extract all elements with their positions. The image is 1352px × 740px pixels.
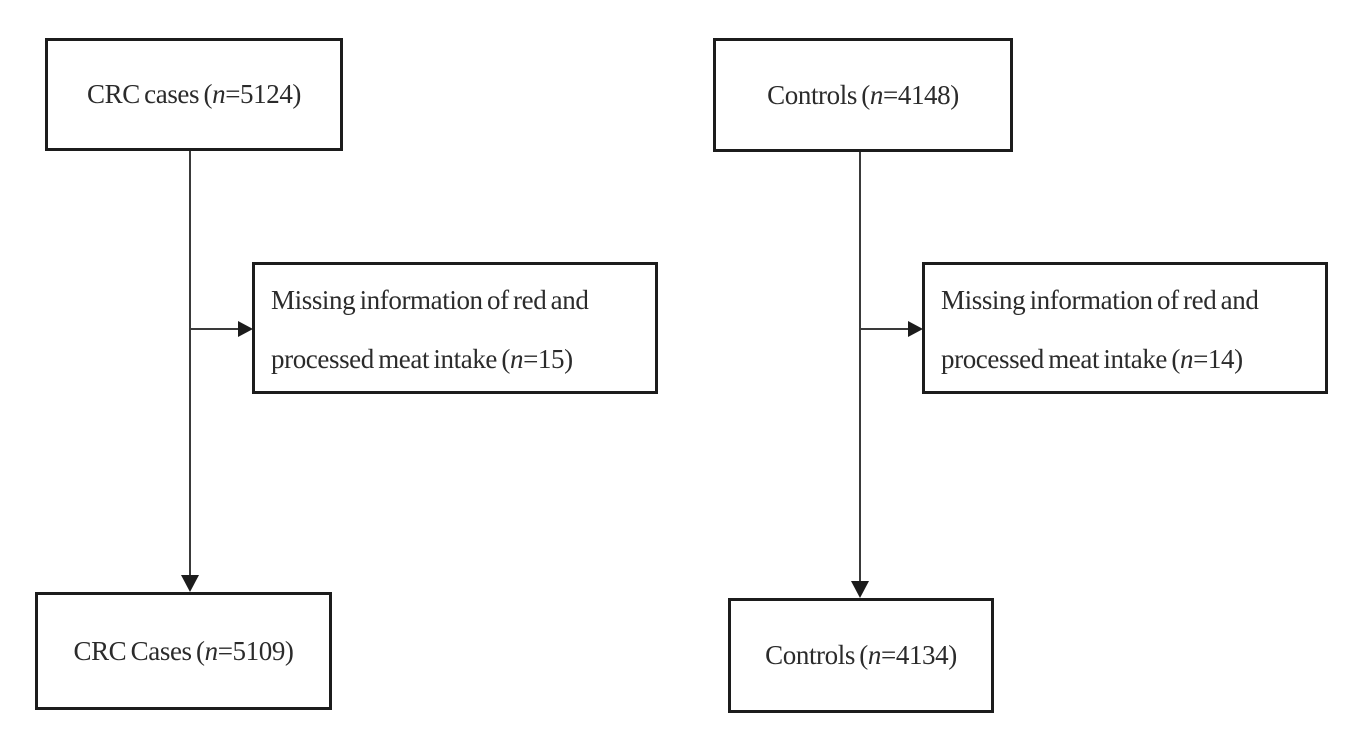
crc-cases-final-box: CRC Cases (n=5109) bbox=[35, 592, 332, 710]
right-vertical-connector bbox=[859, 152, 861, 584]
left-branch-arrowhead-icon bbox=[238, 321, 253, 337]
left-vertical-connector bbox=[189, 151, 191, 578]
controls-initial-label: Controls (n=4148) bbox=[767, 79, 959, 110]
right-down-arrowhead-icon bbox=[851, 581, 869, 598]
right-branch-arrowhead-icon bbox=[908, 321, 923, 337]
crc-cases-initial-box: CRC cases (n=5124) bbox=[45, 38, 343, 151]
left-branch-connector bbox=[190, 328, 240, 330]
left-down-arrowhead-icon bbox=[181, 575, 199, 592]
right-branch-connector bbox=[860, 328, 910, 330]
controls-final-box: Controls (n=4134) bbox=[728, 598, 994, 713]
crc-cases-initial-label: CRC cases (n=5124) bbox=[86, 79, 302, 109]
crc-cases-final-label: CRC Cases (n=5109) bbox=[73, 635, 294, 666]
controls-initial-box: Controls (n=4148) bbox=[713, 38, 1013, 152]
controls-final-label: Controls (n=4134) bbox=[765, 640, 957, 670]
